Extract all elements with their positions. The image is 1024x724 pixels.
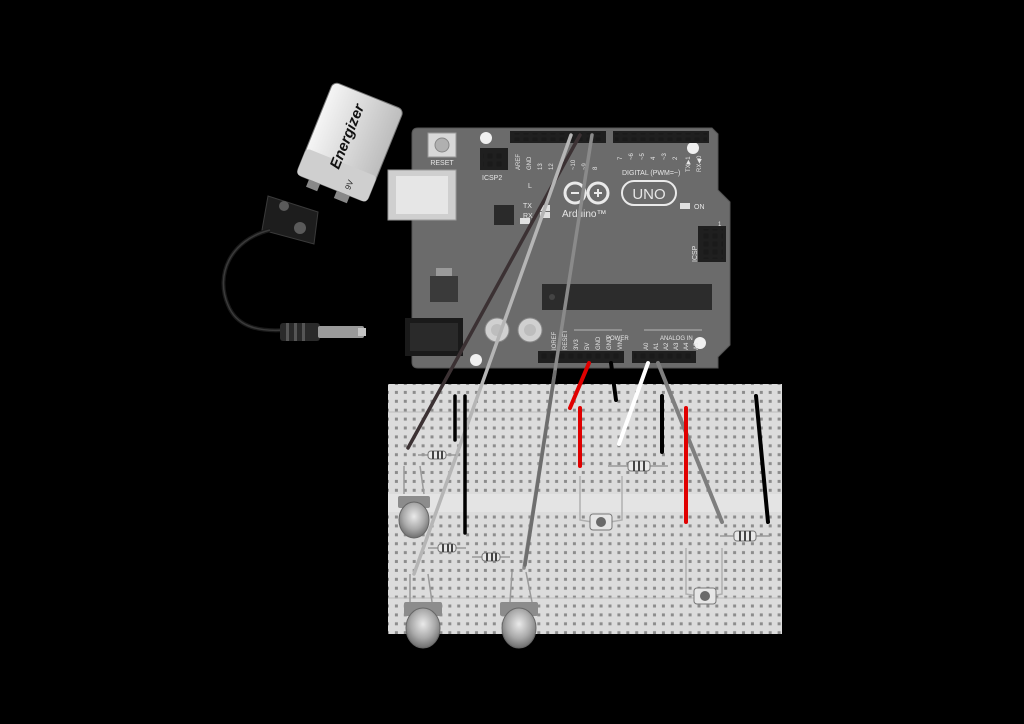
pin-label-aref: AREF	[516, 154, 522, 170]
icsp-label: ICSP	[692, 245, 699, 262]
pin-label-gnd-1: GND	[596, 336, 602, 350]
pin-label-7: 7	[618, 156, 624, 160]
pin-label-a5: A5	[694, 342, 700, 350]
pin-label-13: 13	[538, 163, 544, 170]
pin-label-a3: A3	[674, 342, 680, 350]
resistor-bottom-left	[428, 543, 466, 553]
pin-label-a1: A1	[654, 342, 660, 350]
resistor-bottom-center	[472, 552, 510, 562]
pin-label-5: ~5	[640, 152, 646, 160]
wire-black-right	[754, 394, 770, 524]
pin-label-ioref: IOREF	[552, 331, 558, 350]
pin-label-reset: RESET	[563, 330, 569, 350]
wires	[406, 133, 770, 576]
breadboard	[388, 384, 782, 634]
arduino-brand-label: Arduino™	[562, 209, 606, 220]
analog-header-label: ANALOG IN	[660, 336, 693, 342]
power-header-label: POWER	[606, 336, 629, 342]
uno-badge	[621, 180, 677, 206]
battery-9v: Energizer 9V	[297, 82, 403, 204]
resistor-top-left	[418, 450, 456, 460]
photoresistor-center	[579, 476, 623, 531]
pin-label-rx0: RX◀0	[697, 155, 703, 172]
wire-light-gray	[412, 133, 573, 576]
on-led-label: ON	[694, 204, 705, 211]
battery-clip	[221, 195, 319, 333]
pin-label-a2: A2	[664, 342, 670, 350]
icsp-pin-one-label: 1	[718, 222, 722, 228]
arduino-logo-icon	[563, 181, 610, 205]
pin-label-8: 8	[593, 166, 599, 170]
icsp2-label: ICSP2	[482, 175, 502, 182]
wire-gray-a1	[656, 361, 724, 524]
led-bottom-left	[404, 573, 442, 649]
resistor-center	[608, 460, 668, 472]
wire-gray-vertical	[523, 370, 557, 567]
pin-label-gnd: GND	[527, 156, 533, 170]
pin-label-2: 2	[673, 156, 679, 160]
analog-pin-labels: A0 A1 A2 A3 A4 A5	[644, 342, 700, 350]
pin-label-3: ~3	[662, 152, 668, 160]
pin-label-tx1: TX▶1	[686, 156, 692, 172]
led-bottom-center	[500, 571, 538, 649]
arduino-uno-board: RESET ICSP2 ICSP 1	[387, 127, 731, 369]
digital-header-label: DIGITAL (PWM=~)	[622, 170, 680, 177]
l-led-label: L	[528, 183, 532, 190]
photoresistor-right	[685, 548, 723, 605]
digital-pin-labels: AREF GND 13 12 ~11 ~10 ~9 8 7 ~6 ~5 4 ~3…	[516, 152, 703, 172]
pin-label-5v: 5V	[585, 343, 591, 350]
led-top-left	[398, 465, 430, 539]
pin-label-6: ~6	[629, 152, 635, 160]
barrel-jack-plug	[280, 323, 366, 341]
tx-led-label: TX	[523, 203, 532, 210]
wire-black-gnd	[609, 361, 618, 402]
pin-label-9: ~9	[582, 162, 588, 170]
pin-label-10: ~10	[571, 159, 577, 170]
pin-label-gnd-2: GND	[607, 336, 613, 350]
pin-label-a0: A0	[644, 342, 650, 350]
wire-red-5v	[568, 361, 591, 410]
power-pin-labels: IOREF RESET 3V3 5V GND GND VIN	[552, 330, 624, 350]
pin-label-vin: VIN	[618, 340, 624, 350]
resistor-right	[720, 530, 770, 542]
pin-label-4: 4	[651, 156, 657, 160]
uno-label: UNO	[632, 186, 665, 203]
battery-voltage-label: 9V	[343, 178, 355, 191]
rx-led-label: RX	[523, 213, 533, 220]
pin-label-a4: A4	[684, 342, 690, 350]
wire-white-a0	[617, 361, 650, 446]
pin-label-12: 12	[549, 163, 555, 170]
reset-label: RESET	[430, 160, 454, 167]
pin-label-3v3: 3V3	[574, 339, 580, 350]
